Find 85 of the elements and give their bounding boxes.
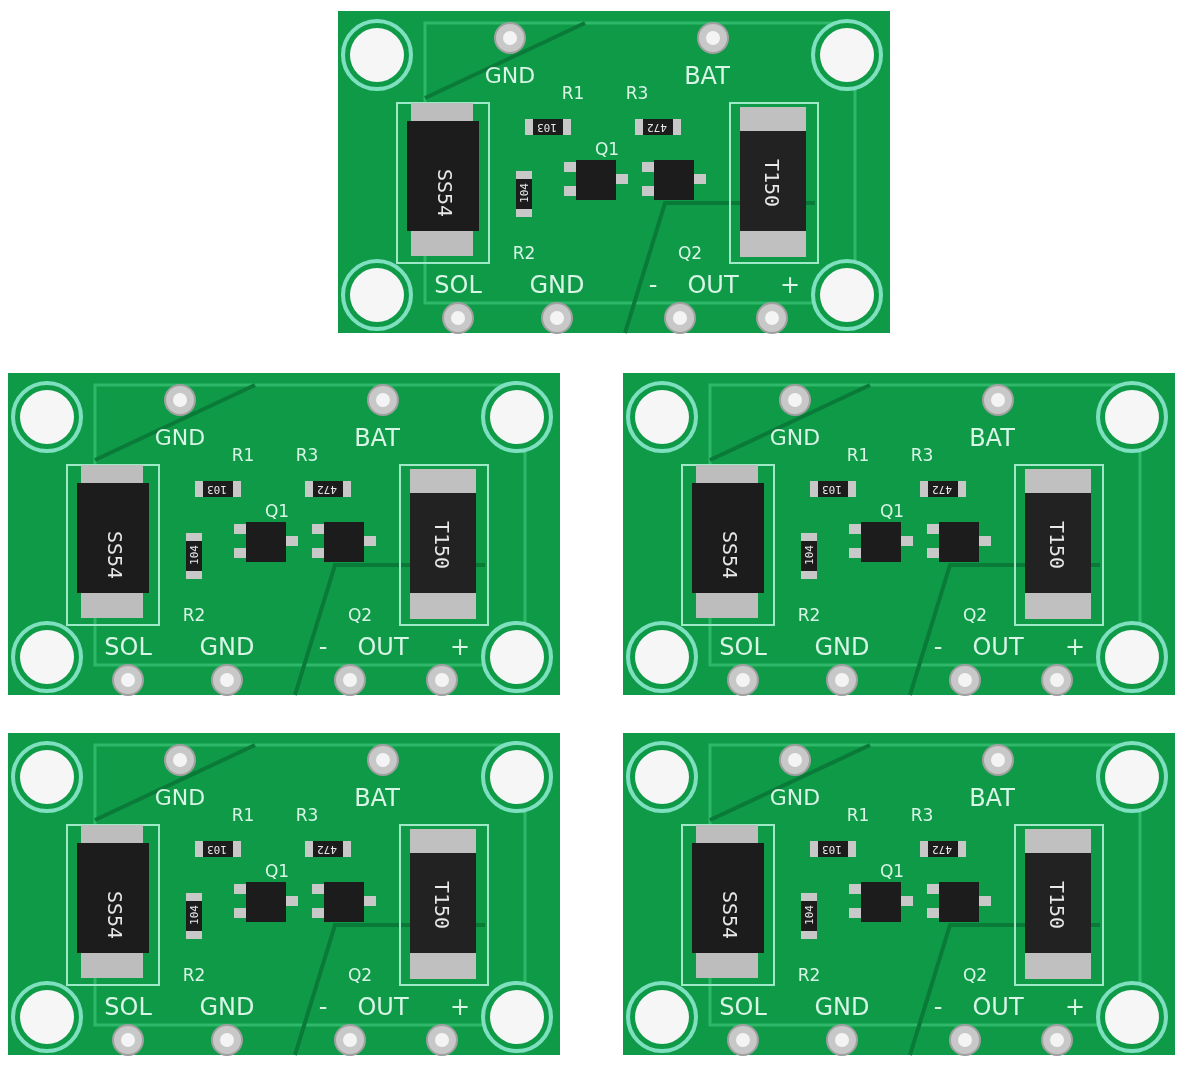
part-marking: 103: [207, 843, 227, 855]
silkscreen-label: R3: [910, 446, 934, 464]
silkscreen-label: R2: [797, 606, 821, 624]
silkscreen-label: GND: [154, 427, 206, 449]
silkscreen-label: R2: [182, 966, 206, 984]
part-marking: 104: [188, 545, 200, 565]
silkscreen-label: GND: [529, 273, 585, 297]
silkscreen-label: -: [933, 635, 943, 659]
silkscreen-label: Q2: [347, 606, 373, 624]
part-marking: 103: [537, 121, 557, 133]
part-marking: 104: [803, 545, 815, 565]
silkscreen-label: Q1: [264, 862, 290, 880]
silkscreen-label: R2: [512, 244, 536, 262]
silkscreen-label: Q1: [594, 140, 620, 158]
part-marking: 104: [803, 905, 815, 925]
silkscreen-label: OUT: [972, 995, 1024, 1019]
silkscreen-label: R1: [231, 806, 255, 824]
silkscreen-label: OUT: [357, 635, 409, 659]
silkscreen-label: Q2: [347, 966, 373, 984]
silkscreen-label: R1: [231, 446, 255, 464]
silkscreen-label: GND: [199, 995, 255, 1019]
silkscreen-label: OUT: [357, 995, 409, 1019]
silkscreen-label: BAT: [354, 426, 400, 450]
part-marking: T150: [1047, 880, 1067, 930]
silkscreen-label: BAT: [969, 426, 1015, 450]
silkscreen-label: Q2: [962, 606, 988, 624]
part-marking: SS54: [720, 530, 740, 580]
part-marking: 472: [317, 843, 337, 855]
silkscreen-label: OUT: [972, 635, 1024, 659]
silkscreen-label: OUT: [687, 273, 739, 297]
silkscreen-label: Q1: [879, 502, 905, 520]
part-marking: T150: [1047, 520, 1067, 570]
silkscreen-label: GND: [769, 427, 821, 449]
silkscreen-label: +: [449, 635, 471, 659]
silkscreen-label: BAT: [684, 64, 730, 88]
silkscreen-label: +: [779, 273, 801, 297]
silkscreen-label: SOL: [104, 635, 152, 659]
part-marking: SS54: [435, 168, 455, 218]
silkscreen-label: R3: [295, 806, 319, 824]
silkscreen-label: GND: [814, 635, 870, 659]
silkscreen-label: R3: [295, 446, 319, 464]
part-marking: 472: [647, 121, 667, 133]
part-marking: SS54: [105, 530, 125, 580]
part-marking: 472: [317, 483, 337, 495]
silkscreen-label: BAT: [354, 786, 400, 810]
part-marking: SS54: [720, 890, 740, 940]
silkscreen-label: R1: [846, 446, 870, 464]
part-marking: 472: [932, 483, 952, 495]
part-marking: 472: [932, 843, 952, 855]
silkscreen-label: -: [318, 995, 328, 1019]
silkscreen-label: GND: [769, 787, 821, 809]
silkscreen-label: GND: [154, 787, 206, 809]
silkscreen-label: -: [318, 635, 328, 659]
part-marking: T150: [432, 520, 452, 570]
silkscreen-label: Q2: [677, 244, 703, 262]
silkscreen-label: -: [648, 273, 658, 297]
part-marking: 103: [822, 843, 842, 855]
silkscreen-label: R1: [561, 84, 585, 102]
part-marking: 103: [822, 483, 842, 495]
silkscreen-label: SOL: [434, 273, 482, 297]
silkscreen-label: SOL: [719, 995, 767, 1019]
silkscreen-label: -: [933, 995, 943, 1019]
part-marking: SS54: [105, 890, 125, 940]
silkscreen-label: Q1: [879, 862, 905, 880]
silkscreen-label: BAT: [969, 786, 1015, 810]
silkscreen-label: +: [1064, 995, 1086, 1019]
silkscreen-label: R3: [625, 84, 649, 102]
silkscreen-label: GND: [199, 635, 255, 659]
silkscreen-label: R2: [182, 606, 206, 624]
part-marking: T150: [432, 880, 452, 930]
silkscreen-label: Q2: [962, 966, 988, 984]
part-marking: 104: [188, 905, 200, 925]
silkscreen-label: R3: [910, 806, 934, 824]
silkscreen-label: Q1: [264, 502, 290, 520]
silkscreen-label: R1: [846, 806, 870, 824]
part-marking: 103: [207, 483, 227, 495]
silkscreen-label: GND: [814, 995, 870, 1019]
part-marking: 104: [518, 183, 530, 203]
silkscreen-label: +: [449, 995, 471, 1019]
silkscreen-label: SOL: [104, 995, 152, 1019]
silkscreen-label: GND: [484, 65, 536, 87]
silkscreen-label: R2: [797, 966, 821, 984]
part-marking: T150: [762, 158, 782, 208]
silkscreen-label: +: [1064, 635, 1086, 659]
silkscreen-label: SOL: [719, 635, 767, 659]
